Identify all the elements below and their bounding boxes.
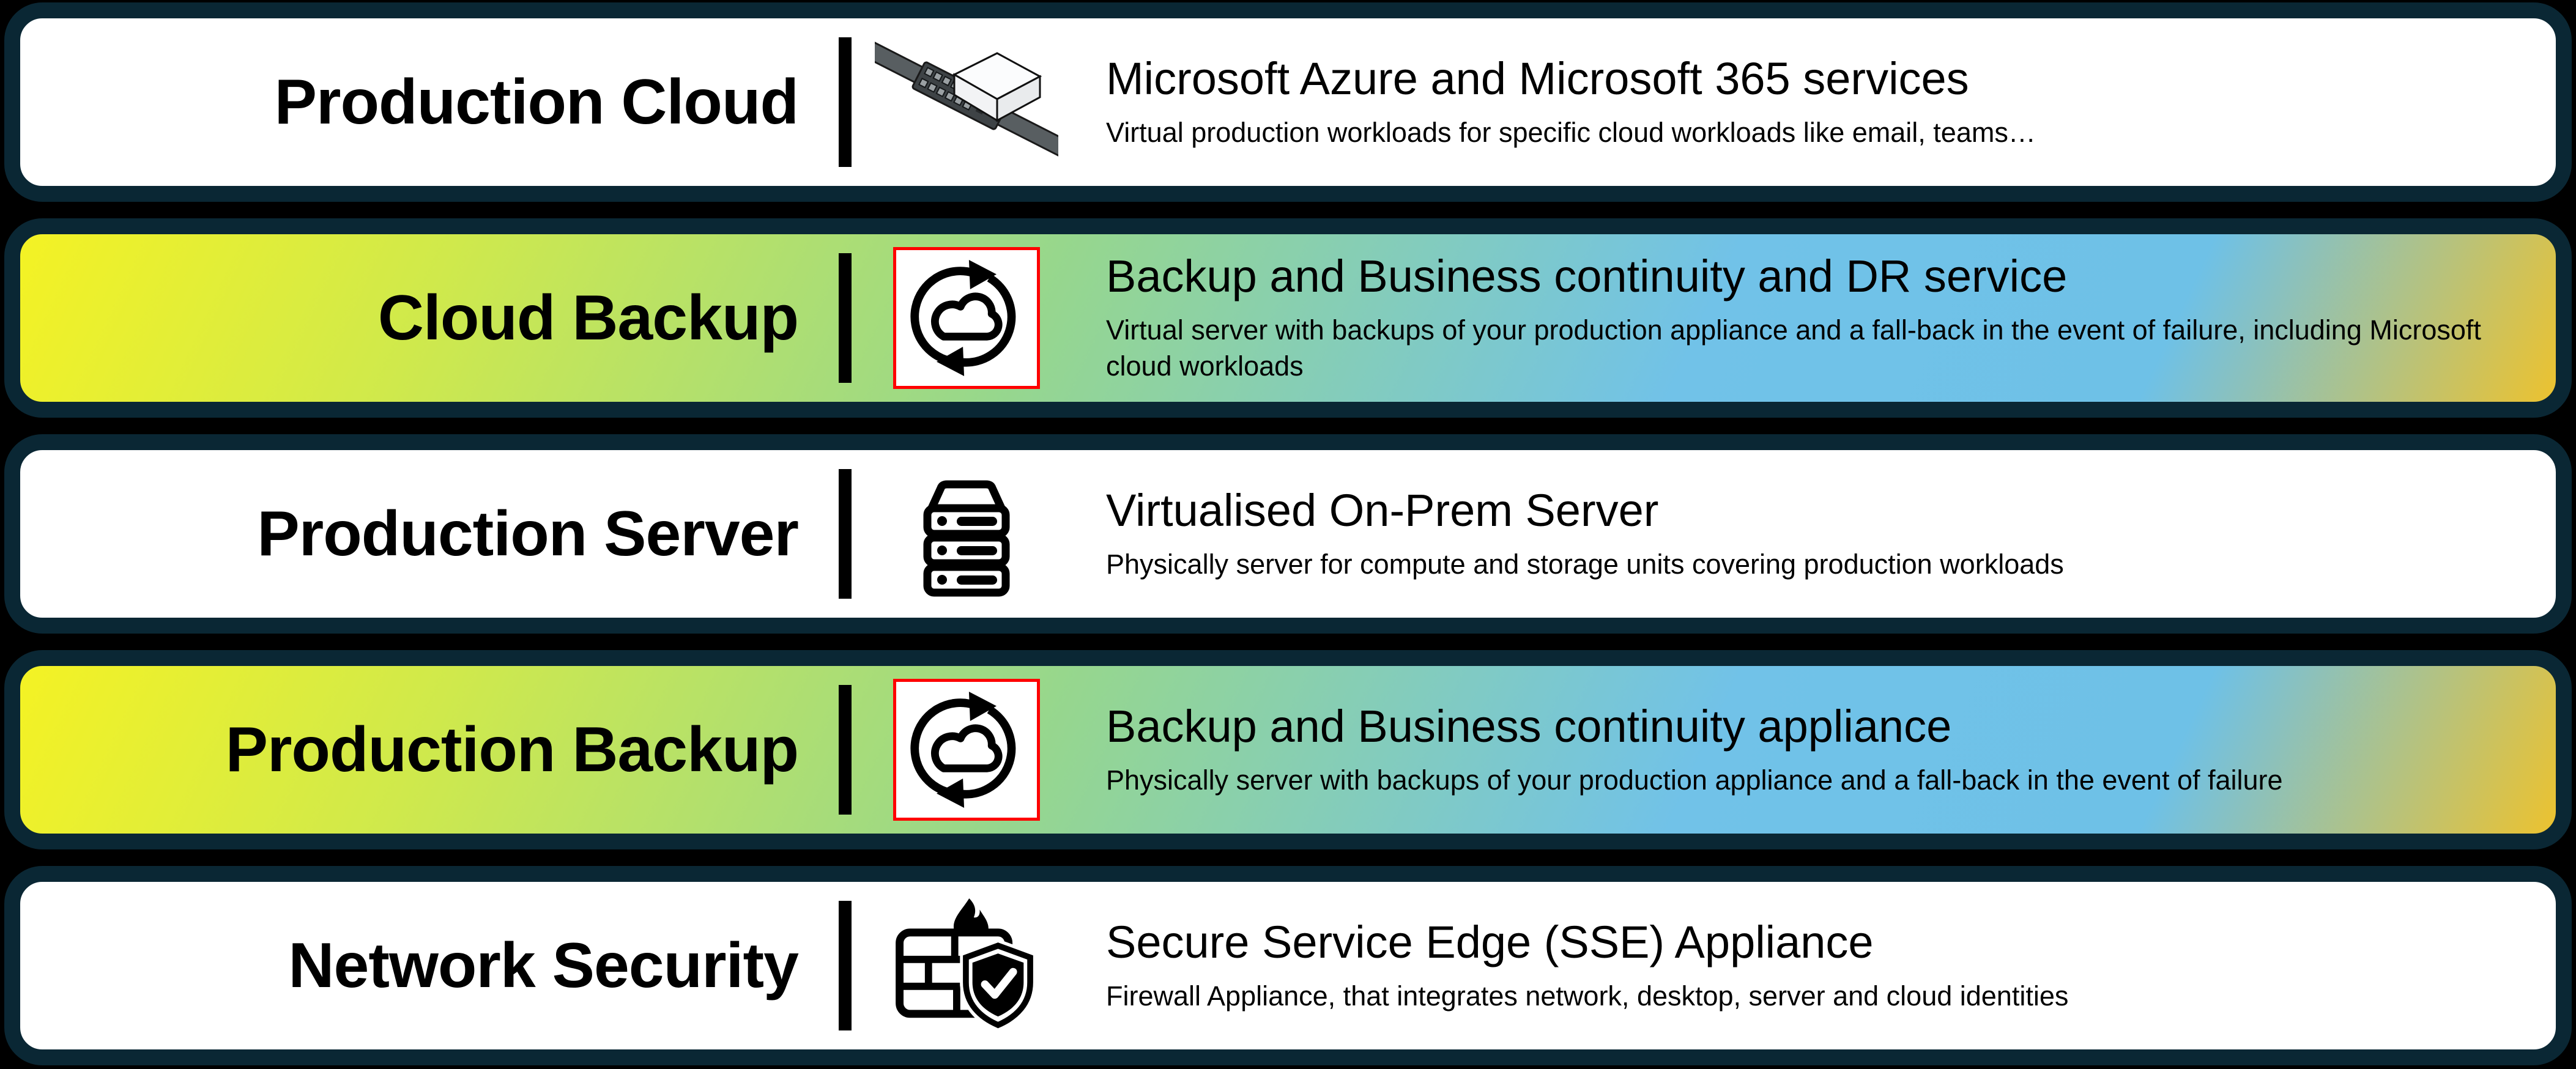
red-icon-frame bbox=[893, 247, 1040, 389]
card-heading: Secure Service Edge (SSE) Appliance bbox=[1106, 916, 1874, 967]
red-icon-frame bbox=[893, 679, 1040, 821]
text-cell: Backup and Business continuity appliance… bbox=[1069, 701, 2556, 798]
card-cloud-backup: Cloud Backup Backup and Business continu… bbox=[4, 218, 2572, 418]
cloud-sync-icon bbox=[907, 258, 1026, 378]
card-production-cloud: Production Cloud bbox=[4, 2, 2572, 202]
cloud-sync-icon bbox=[907, 690, 1026, 810]
card-heading: Backup and Business continuity appliance bbox=[1106, 700, 1952, 752]
card-production-server: Production Server bbox=[4, 434, 2572, 634]
text-cell: Microsoft Azure and Microsoft 365 servic… bbox=[1069, 53, 2556, 150]
firewall-shield-icon bbox=[894, 898, 1039, 1033]
text-cell: Backup and Business continuity and DR se… bbox=[1069, 251, 2556, 385]
icon-cell bbox=[864, 247, 1069, 389]
text-cell: Secure Service Edge (SSE) Appliance Fire… bbox=[1069, 917, 2556, 1014]
title-divider bbox=[839, 685, 852, 815]
icon-cell bbox=[864, 679, 1069, 821]
card-title: Production Backup bbox=[225, 714, 799, 785]
card-title: Production Cloud bbox=[274, 66, 799, 138]
title-divider bbox=[839, 253, 852, 383]
card-description: Virtual server with backups of your prod… bbox=[1106, 314, 2481, 382]
card-description: Physically server for compute and storag… bbox=[1106, 548, 2064, 580]
card-network-security: Network Security bbox=[4, 866, 2572, 1065]
card-title: Cloud Backup bbox=[377, 282, 799, 353]
title-divider bbox=[839, 469, 852, 599]
card-description: Physically server with backups of your p… bbox=[1106, 764, 2283, 796]
card-heading: Backup and Business continuity and DR se… bbox=[1106, 251, 2068, 302]
card-heading: Virtualised On-Prem Server bbox=[1106, 484, 1659, 536]
icon-cell bbox=[864, 898, 1069, 1033]
title-divider bbox=[839, 37, 852, 167]
icon-cell bbox=[864, 41, 1069, 163]
card-description: Virtual production workloads for specifi… bbox=[1106, 116, 2036, 148]
card-title: Network Security bbox=[288, 930, 799, 1001]
card-heading: Microsoft Azure and Microsoft 365 servic… bbox=[1106, 53, 1969, 104]
title-divider bbox=[839, 901, 852, 1030]
rack-server-icon bbox=[875, 41, 1058, 163]
card-title: Production Server bbox=[257, 498, 799, 569]
card-production-backup: Production Backup Backup and Business co… bbox=[4, 650, 2572, 849]
text-cell: Virtualised On-Prem Server Physically se… bbox=[1069, 484, 2556, 582]
card-description: Firewall Appliance, that integrates netw… bbox=[1106, 980, 2069, 1012]
server-stack-icon bbox=[905, 469, 1028, 599]
icon-cell bbox=[864, 469, 1069, 599]
